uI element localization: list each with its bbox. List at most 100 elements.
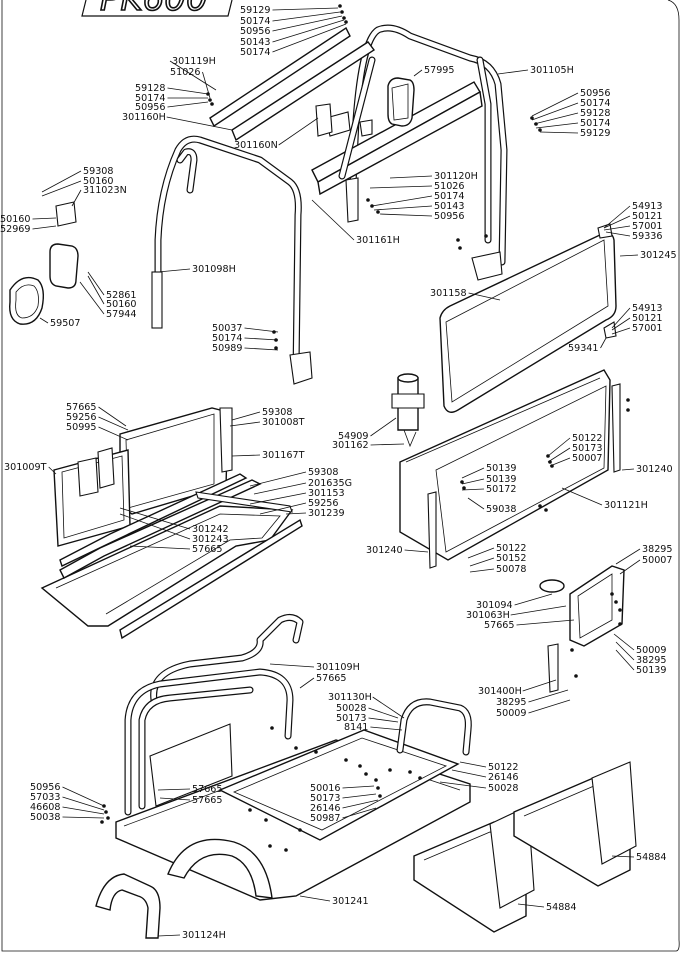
callout-59308: 59308 bbox=[262, 407, 293, 418]
leader-line bbox=[603, 215, 631, 229]
leader-line bbox=[272, 23, 347, 53]
callout-301105H: 301105H bbox=[530, 65, 574, 76]
frame-rails bbox=[59, 473, 303, 640]
leader-line bbox=[342, 785, 375, 789]
callout-50009: 50009 bbox=[496, 708, 527, 719]
leader-line bbox=[413, 69, 423, 77]
callout-59336: 59336 bbox=[632, 231, 663, 242]
bolt bbox=[574, 674, 578, 678]
callout-59256: 59256 bbox=[66, 412, 97, 423]
callout-301162: 301162 bbox=[332, 440, 369, 451]
bolt bbox=[294, 746, 298, 750]
leader-line bbox=[41, 170, 82, 193]
bolt bbox=[618, 622, 622, 626]
bolt bbox=[208, 98, 212, 102]
leader-line bbox=[157, 268, 191, 273]
leader-line bbox=[459, 761, 487, 768]
callout-labels: 5912950174509565014350174301105H57995301… bbox=[0, 5, 677, 941]
leader-line bbox=[615, 641, 635, 661]
callout-57665: 57665 bbox=[316, 673, 347, 684]
callout-50028: 50028 bbox=[336, 703, 367, 714]
callout-50956: 50956 bbox=[434, 211, 465, 222]
bolt bbox=[626, 398, 630, 402]
bolt bbox=[458, 246, 462, 250]
leader-line bbox=[535, 122, 579, 129]
leader-line bbox=[467, 547, 495, 559]
callout-57665: 57665 bbox=[484, 620, 515, 631]
leader-line bbox=[244, 327, 279, 333]
callout-301008T: 301008T bbox=[262, 417, 305, 428]
pump-54909 bbox=[391, 373, 425, 448]
leader-line bbox=[611, 327, 631, 335]
callout-26146: 26146 bbox=[310, 803, 341, 814]
roof-rail-right bbox=[311, 81, 483, 196]
callout-50028: 50028 bbox=[488, 783, 519, 794]
callout-50122: 50122 bbox=[496, 543, 527, 554]
callout-59256: 59256 bbox=[308, 498, 339, 509]
leader-line bbox=[299, 677, 315, 689]
callout-57995: 57995 bbox=[424, 65, 455, 76]
callout-301242: 301242 bbox=[192, 524, 229, 535]
callout-301119H: 301119H bbox=[172, 56, 216, 67]
leader-line bbox=[611, 855, 635, 858]
leader-line bbox=[547, 447, 571, 463]
leader-line bbox=[389, 175, 433, 179]
leader-line bbox=[285, 512, 307, 515]
callout-301098H: 301098H bbox=[192, 264, 236, 275]
leader-line bbox=[342, 793, 377, 799]
callout-50143: 50143 bbox=[434, 201, 465, 212]
callout-57665: 57665 bbox=[192, 795, 223, 806]
bolt bbox=[388, 768, 392, 772]
callout-50016: 50016 bbox=[310, 783, 341, 794]
leader-line bbox=[167, 87, 209, 95]
leader-line bbox=[373, 205, 433, 211]
leader-line bbox=[603, 225, 631, 231]
bolt bbox=[456, 238, 460, 242]
leader-line bbox=[269, 663, 315, 668]
callout-46608: 46608 bbox=[30, 802, 61, 813]
leader-lines bbox=[32, 7, 641, 937]
callout-54884: 54884 bbox=[546, 902, 577, 913]
callout-50121: 50121 bbox=[632, 211, 663, 222]
bolt bbox=[544, 508, 548, 512]
callout-301160H: 301160H bbox=[122, 112, 166, 123]
rear-panel-301121H bbox=[399, 369, 621, 569]
bolt bbox=[342, 16, 346, 20]
leader-line bbox=[603, 205, 631, 229]
front-fender bbox=[167, 838, 273, 899]
leader-line bbox=[370, 726, 403, 731]
callout-50078: 50078 bbox=[496, 564, 527, 575]
leader-line bbox=[611, 307, 631, 329]
bolt bbox=[284, 848, 288, 852]
callout-59038: 59038 bbox=[486, 504, 517, 515]
callout-301239: 301239 bbox=[308, 508, 345, 519]
seat-base-301063H bbox=[539, 565, 625, 693]
mirror-57995 bbox=[387, 77, 415, 127]
callout-301109H: 301109H bbox=[316, 662, 360, 673]
bolt bbox=[100, 820, 104, 824]
seat-54884-rear bbox=[513, 761, 637, 887]
leader-line bbox=[311, 199, 355, 241]
leader-line bbox=[369, 185, 433, 189]
callout-50152: 50152 bbox=[496, 553, 527, 564]
leader-line bbox=[547, 437, 571, 457]
bolt bbox=[264, 818, 268, 822]
leader-line bbox=[468, 292, 501, 301]
bolt bbox=[366, 198, 370, 202]
leader-line bbox=[342, 807, 377, 819]
callout-59507: 59507 bbox=[50, 318, 81, 329]
leader-line bbox=[62, 796, 105, 811]
bolt bbox=[614, 600, 618, 604]
leader-line bbox=[370, 417, 397, 437]
callout-50139: 50139 bbox=[486, 463, 517, 474]
callout-50174: 50174 bbox=[580, 118, 611, 129]
leader-line bbox=[272, 19, 345, 43]
callout-50122: 50122 bbox=[488, 762, 519, 773]
leader-line bbox=[79, 281, 105, 315]
callout-50139: 50139 bbox=[486, 474, 517, 485]
leader-line bbox=[510, 605, 567, 616]
roll-cage-front-hoop bbox=[151, 135, 313, 385]
leader-line bbox=[539, 131, 579, 134]
leader-line bbox=[39, 317, 49, 324]
